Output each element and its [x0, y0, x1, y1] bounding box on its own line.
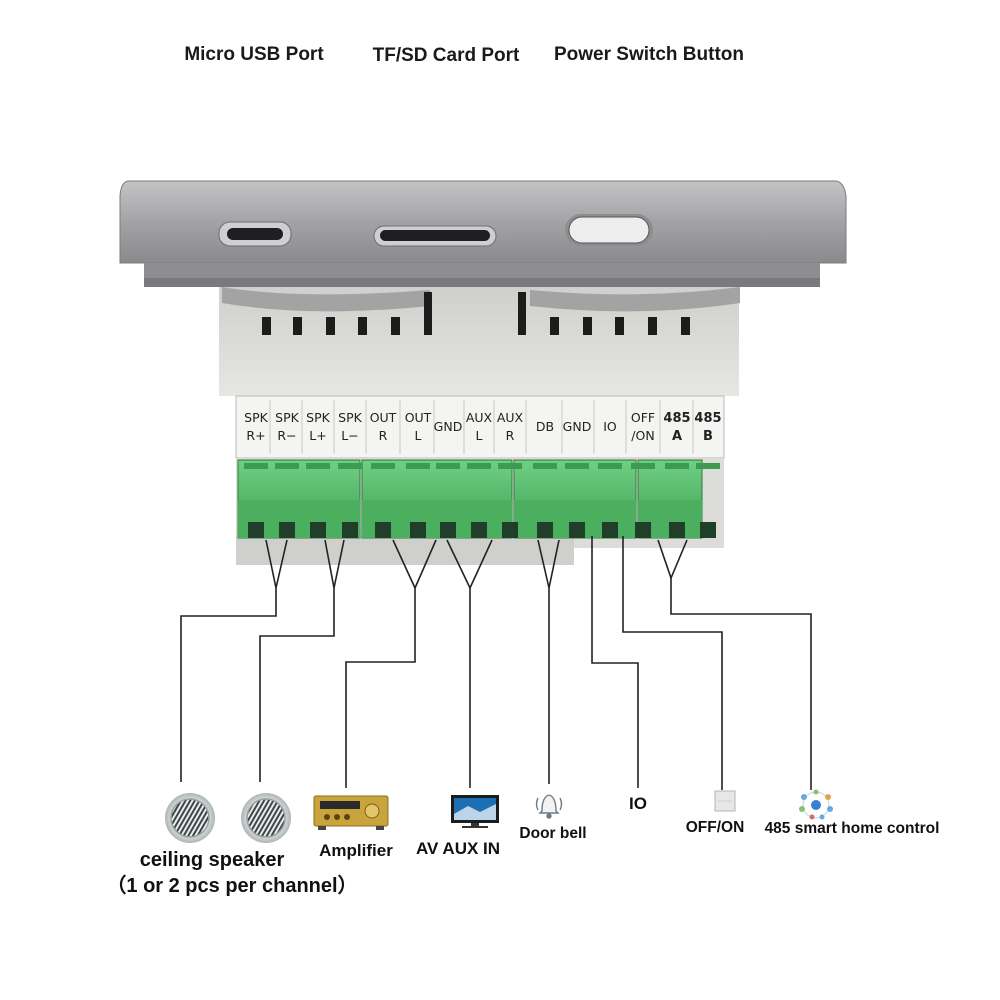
terminal-screw-slot — [310, 522, 326, 538]
terminal-label: 485 — [663, 411, 690, 426]
wire-off-on — [622, 536, 723, 790]
wire-ceiling-speaker-2-run — [259, 588, 335, 782]
terminal-screw-ridge — [533, 463, 557, 469]
switch-icon — [714, 790, 736, 812]
connection-wires — [180, 536, 812, 790]
terminal-label: A — [672, 429, 682, 444]
door-bell-label: Door bell — [519, 825, 586, 842]
device-housing — [119, 180, 847, 287]
terminal-screw-ridge — [467, 463, 491, 469]
terminal-screw-slot — [700, 522, 716, 538]
terminal-label: OUT — [370, 410, 397, 425]
terminal-label: DB — [536, 419, 554, 434]
terminal-screw-ridge — [406, 463, 430, 469]
terminal-label: AUX — [497, 410, 524, 425]
terminal-screw-ridge — [371, 463, 395, 469]
terminal-screw-slot — [375, 522, 391, 538]
terminal-label: /ON — [631, 428, 654, 443]
terminal-label: SPK — [275, 410, 299, 425]
terminal-screw-slot — [410, 522, 426, 538]
ceiling-speaker-label: ceiling speaker — [140, 849, 285, 871]
power-switch-button-label: Power Switch Button — [554, 44, 744, 65]
terminal-label: SPK — [306, 410, 330, 425]
terminal-screw-slot — [669, 522, 685, 538]
terminal-screw-slot — [569, 522, 585, 538]
terminal-label: OFF — [631, 410, 655, 425]
smart-home-icon — [799, 789, 833, 820]
terminal-label: R — [379, 428, 388, 443]
terminal-screw-slot — [342, 522, 358, 538]
terminal-screw-slot — [502, 522, 518, 538]
terminal-screw-ridge — [275, 463, 299, 469]
terminal-screw-slot — [471, 522, 487, 538]
terminal-label: L — [476, 428, 483, 443]
door-bell-icon — [535, 794, 563, 819]
terminal-label: GND — [434, 419, 463, 434]
terminal-label: L+ — [309, 428, 326, 443]
micro-usb-port-label: Micro USB Port — [184, 44, 324, 65]
terminal-label: R+ — [246, 428, 265, 443]
micro-usb-port — [218, 221, 292, 247]
terminal-screw-ridge — [436, 463, 460, 469]
amplifier-label: Amplifier — [319, 841, 393, 860]
terminal-label: L− — [341, 428, 358, 443]
terminal-screw-slot — [602, 522, 618, 538]
terminal-screw-ridge — [306, 463, 330, 469]
io-label: IO — [629, 794, 647, 813]
vent-slots — [262, 292, 690, 335]
off-on-label: OFF/ON — [686, 819, 745, 836]
amplifier-icon — [313, 795, 389, 830]
terminal-label: IO — [603, 419, 617, 434]
terminal-label-dividers — [269, 400, 694, 454]
power-switch-button — [565, 214, 653, 246]
terminal-screw-slot — [635, 522, 651, 538]
terminal-screw-ridge — [696, 463, 720, 469]
terminal-screw-slots — [244, 463, 720, 538]
terminal-label: B — [703, 429, 713, 444]
wire-io — [591, 536, 639, 788]
terminal-screw-slot — [440, 522, 456, 538]
wire-485-run — [670, 578, 812, 790]
terminal-screw-slot — [248, 522, 264, 538]
tf-sd-card-port — [373, 225, 497, 247]
smart-home-control-label: 485 smart home control — [765, 820, 940, 837]
terminal-label: 485 — [694, 411, 721, 426]
ceiling-speaker-note: （1 or 2 pcs per channel） — [106, 874, 357, 897]
terminal-screw-ridge — [565, 463, 589, 469]
tv-icon — [451, 795, 499, 828]
terminal-screw-slot — [279, 522, 295, 538]
terminal-labels: SPKR+SPKR−SPKL+SPKL−OUTROUTLGNDAUXLAUXRD… — [244, 410, 721, 444]
wire-ceiling-speaker-1-run — [180, 588, 277, 782]
wire-amplifier-run — [345, 588, 416, 788]
terminal-label: AUX — [466, 410, 493, 425]
terminal-screw-ridge — [244, 463, 268, 469]
av-aux-in-label: AV AUX IN — [416, 839, 500, 858]
terminal-screw-ridge — [665, 463, 689, 469]
ceiling-speaker-icon — [241, 793, 291, 843]
terminal-label: R− — [277, 428, 296, 443]
terminal-label: OUT — [405, 410, 432, 425]
terminal-label: SPK — [338, 410, 362, 425]
terminal-label: GND — [563, 419, 592, 434]
terminal-label: R — [506, 428, 515, 443]
terminal-screw-slot — [537, 522, 553, 538]
terminal-screw-ridge — [498, 463, 522, 469]
terminal-screw-ridge — [338, 463, 362, 469]
terminal-blocks — [237, 459, 720, 539]
terminal-label: SPK — [244, 410, 268, 425]
terminal-screw-ridge — [631, 463, 655, 469]
tf-sd-card-port-label: TF/SD Card Port — [373, 45, 520, 66]
terminal-label: L — [415, 428, 422, 443]
ceiling-speaker-icon — [165, 793, 215, 843]
terminal-screw-ridge — [598, 463, 622, 469]
